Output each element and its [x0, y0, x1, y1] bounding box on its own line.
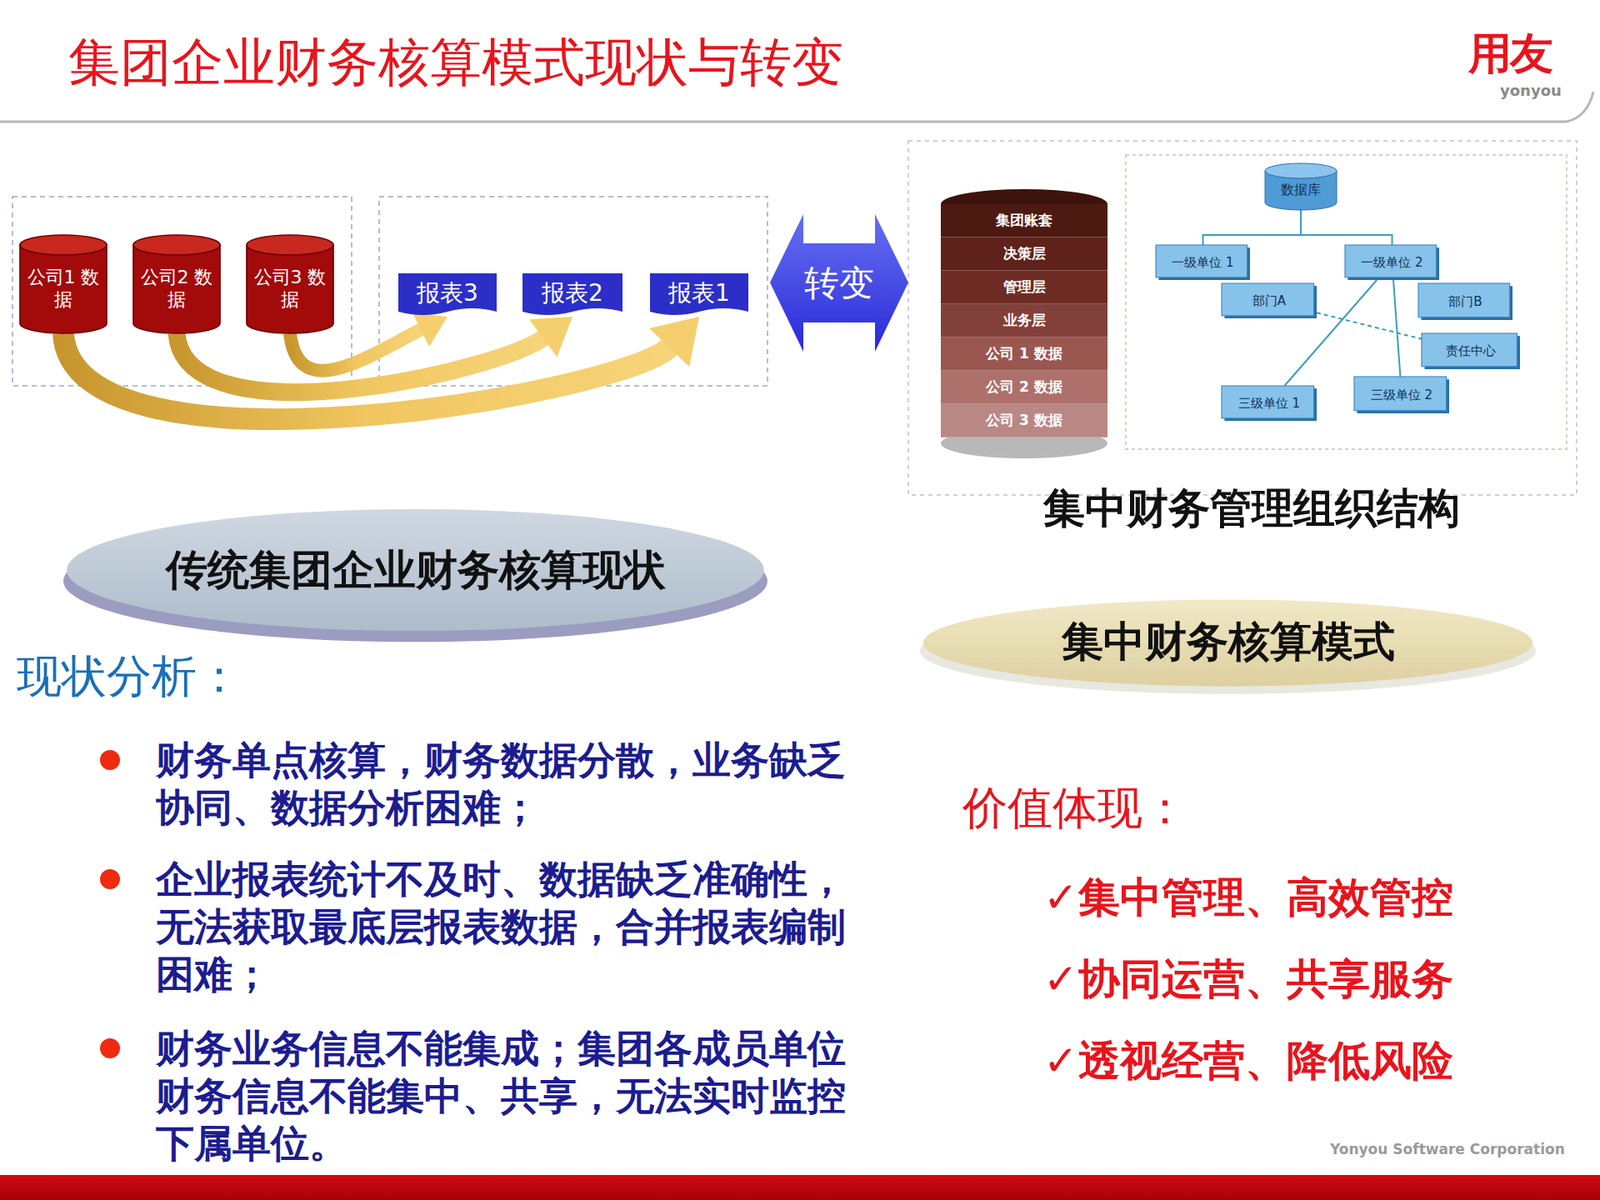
- connector: [1300, 210, 1393, 245]
- node-text: 公司 3 数据: [985, 410, 1063, 430]
- node-text: 公司1 数据: [20, 265, 107, 312]
- org-box: 一级单位 1: [1155, 245, 1250, 280]
- arrowhead: [529, 316, 573, 357]
- figure-caption: 集中财务管理组织结构: [1043, 483, 1460, 534]
- org-box: 一级单位 2: [1345, 245, 1440, 280]
- bullet-text: 财务单点核算，财务数据分散，业务缺乏协同、数据分析困难；: [155, 736, 865, 832]
- logo-subtext: yonyou: [1500, 81, 1562, 100]
- heading-ellipse: 传统集团企业财务核算现状: [63, 505, 768, 644]
- bullet-text: 财务业务信息不能集成；集团各成员单位财务信息不能集中、共享，无法实时监控下属单位…: [155, 1025, 865, 1168]
- node-text: 报表1: [668, 277, 730, 310]
- org-box: 责任中心: [1421, 333, 1520, 370]
- org-box: 部门B: [1418, 283, 1513, 320]
- value-item: ✓集中管理、高效管控: [1043, 872, 1454, 923]
- stack-band: 公司 2 数据: [940, 370, 1108, 405]
- data-cylinder: 公司1 数据: [20, 235, 107, 334]
- node-text: 业务层: [1003, 310, 1046, 330]
- org-box: 三级单位 2: [1354, 376, 1450, 414]
- stack-band: 公司 3 数据: [940, 404, 1108, 438]
- node-text: 一级单位 2: [1360, 255, 1423, 271]
- dashed-panel: [1125, 155, 1567, 450]
- footer-text: Yonyou Software Corporation: [1330, 1140, 1565, 1158]
- connector-line: [290, 329, 423, 371]
- org-box: 部门A: [1221, 283, 1317, 319]
- org-box: 三级单位 1: [1221, 385, 1317, 421]
- node-text: 三级单位 1: [1238, 395, 1300, 412]
- node-text: 公司3 数据: [246, 265, 334, 312]
- node-text: 公司 2 数据: [985, 377, 1063, 397]
- arrowhead: [412, 312, 448, 347]
- bullet-dot: [100, 750, 120, 770]
- data-cylinder: 公司3 数据: [246, 235, 334, 334]
- node-text: 转变: [804, 260, 875, 307]
- connector-line: [1316, 312, 1422, 340]
- node-text: 管理层: [1003, 277, 1046, 297]
- node-text: 集团账套: [995, 210, 1053, 230]
- connector: [1203, 210, 1302, 245]
- node-text: 部门A: [1252, 293, 1286, 310]
- section-heading: 价值体现：: [962, 781, 1188, 836]
- bullet-dot: [100, 1038, 120, 1059]
- bullet-text: 企业报表统计不及时、数据缺乏准确性，无法获取最底层报表数据，合并报表编制困难；: [155, 855, 865, 999]
- logo-text: 用友: [1468, 30, 1552, 78]
- stack-band: 公司 1 数据: [940, 337, 1108, 371]
- heading-ellipse: 集中财务核算模式: [920, 596, 1536, 695]
- connector-line: [1393, 280, 1400, 377]
- connector-line: [63, 333, 671, 420]
- data-cylinder: 公司2 数据: [133, 235, 220, 334]
- page-title: 集团企业财务核算模式现状与转变: [68, 31, 844, 94]
- node-text: 报表3: [416, 277, 479, 310]
- title-rule-curve: [1566, 91, 1594, 122]
- report-box: 报表2: [522, 273, 623, 317]
- section-heading: 现状分析：: [16, 650, 242, 705]
- node-text: 公司2 数据: [133, 265, 220, 312]
- stack-band: 决策层: [940, 237, 1108, 271]
- report-box: 报表3: [398, 273, 497, 317]
- node-text: 传统集团企业财务核算现状: [165, 542, 666, 599]
- arrowhead: [649, 316, 700, 367]
- stack-band: 集团账套: [940, 204, 1108, 238]
- value-item: ✓协同运营、共享服务: [1043, 954, 1454, 1005]
- node-text: 数据库: [1280, 181, 1321, 200]
- title-rule: [0, 120, 1567, 124]
- node-text: 责任中心: [1445, 343, 1496, 360]
- node-text: 三级单位 2: [1370, 387, 1433, 404]
- node-text: 决策层: [1003, 244, 1046, 264]
- node-text: 集中财务核算模式: [1061, 614, 1395, 670]
- connector-line: [1300, 210, 1393, 245]
- stack-band: 管理层: [940, 270, 1108, 305]
- footer-bar: [0, 1175, 1600, 1200]
- database-cylinder: 数据库: [1265, 163, 1337, 210]
- report-box: 报表1: [650, 273, 749, 317]
- connector: [1316, 312, 1422, 340]
- stack-band: 业务层: [940, 304, 1108, 338]
- node-text: 公司 1 数据: [985, 344, 1063, 364]
- dashed-region: [379, 196, 768, 386]
- connector: [1393, 280, 1400, 377]
- double-arrow: 转变: [770, 214, 909, 352]
- node-text: 报表2: [541, 277, 604, 310]
- connector-line: [1203, 210, 1302, 245]
- node-text: 一级单位 1: [1171, 255, 1234, 271]
- connector: [176, 316, 573, 393]
- value-item: ✓透视经营、降低风险: [1043, 1035, 1454, 1086]
- dashed-panel: [908, 140, 1577, 495]
- node-text: 部门B: [1448, 294, 1482, 310]
- bullet-dot: [100, 869, 120, 890]
